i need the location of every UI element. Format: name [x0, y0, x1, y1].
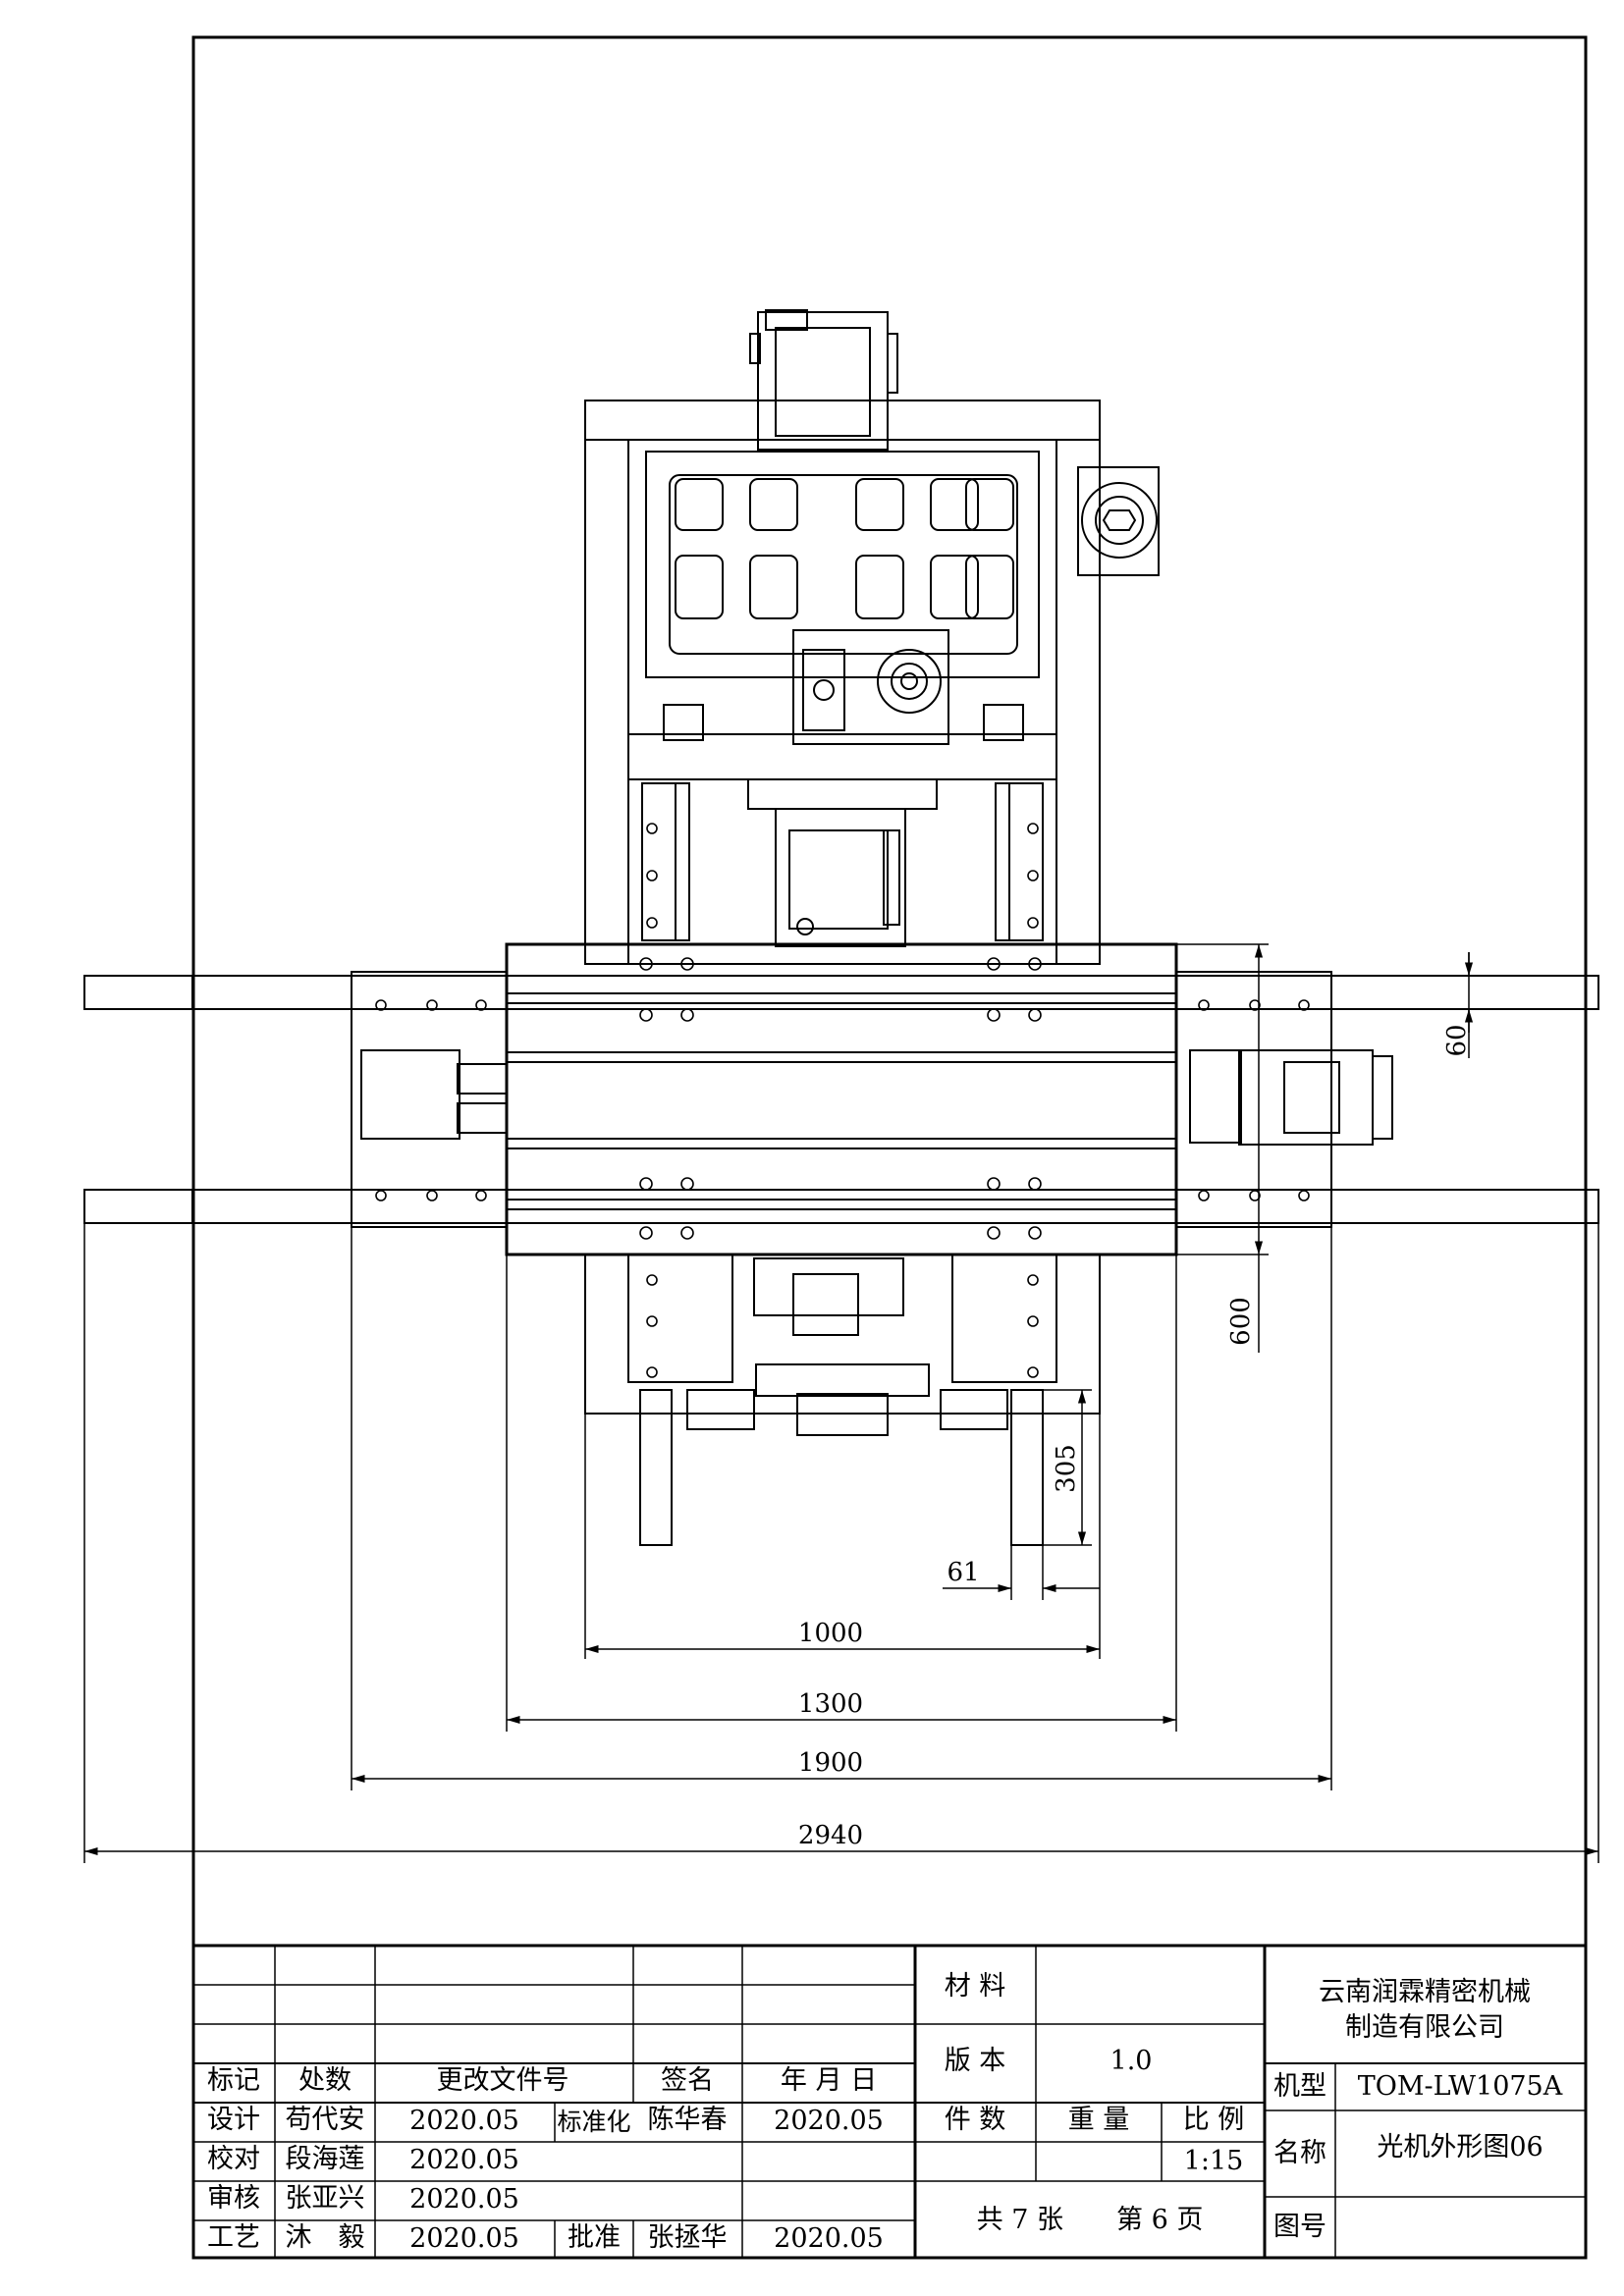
rev-header-mark: 标记	[207, 2065, 260, 2096]
name-label: 名称	[1273, 2138, 1326, 2168]
dim-1000: 1000	[798, 1619, 863, 1648]
process-label: 工艺	[207, 2222, 260, 2253]
design-name: 苟代安	[285, 2105, 365, 2135]
dim-2940: 2940	[798, 1821, 863, 1850]
machine-drawing	[83, 309, 1599, 1546]
approve-label: 批准	[568, 2222, 621, 2253]
drawing-no-label: 图号	[1273, 2212, 1326, 2242]
model-label: 机型	[1273, 2071, 1326, 2102]
standardization-date: 2020.05	[774, 2106, 884, 2136]
scale-label: 比 例	[1182, 2105, 1245, 2135]
dim-305: 305	[1052, 1444, 1081, 1493]
dim-61: 61	[947, 1558, 979, 1587]
dim-1300: 1300	[798, 1689, 863, 1719]
process-date: 2020.05	[409, 2223, 519, 2254]
review-label: 审核	[207, 2183, 260, 2214]
company-name-line1: 云南润霖精密机械	[1319, 1977, 1531, 2007]
check-label: 校对	[207, 2144, 260, 2174]
approve-name: 张拯华	[647, 2222, 728, 2253]
dim-60: 60	[1442, 1024, 1472, 1056]
scale-value: 1:15	[1183, 2146, 1244, 2176]
company-name-line2: 制造有限公司	[1345, 2012, 1504, 2043]
version-value: 1.0	[1110, 2046, 1153, 2076]
weight-label: 重 量	[1067, 2105, 1130, 2135]
standardization-name: 陈华春	[647, 2105, 728, 2135]
dimension-lines	[83, 943, 1599, 1863]
drawing-name-value: 光机外形图06	[1377, 2132, 1543, 2163]
version-label: 版 本	[944, 2046, 1006, 2076]
sheet-count: 共 7 张 第 6 页	[976, 2205, 1204, 2235]
quantity-label: 件 数	[944, 2105, 1006, 2135]
model-value: TOM-LW1075A	[1357, 2071, 1563, 2102]
check-date: 2020.05	[409, 2145, 519, 2175]
review-name: 张亚兴	[285, 2183, 365, 2214]
process-name: 沐 毅	[285, 2222, 365, 2253]
rev-header-date: 年 月 日	[780, 2065, 878, 2096]
rev-header-signature: 签名	[661, 2065, 714, 2096]
dim-600: 600	[1226, 1297, 1256, 1346]
rev-header-count: 处数	[298, 2065, 352, 2096]
review-date: 2020.05	[409, 2184, 519, 2215]
sheet-border	[191, 35, 1588, 2260]
approve-date: 2020.05	[774, 2223, 884, 2254]
standardization-label: 标准化	[557, 2108, 631, 2136]
title-block-grid	[193, 1944, 1586, 2258]
design-date: 2020.05	[409, 2106, 519, 2136]
dim-1900: 1900	[798, 1748, 863, 1778]
material-label: 材 料	[944, 1971, 1006, 2002]
rev-header-change-doc: 更改文件号	[436, 2065, 569, 2096]
design-label: 设计	[207, 2105, 260, 2135]
check-name: 段海莲	[285, 2144, 365, 2174]
